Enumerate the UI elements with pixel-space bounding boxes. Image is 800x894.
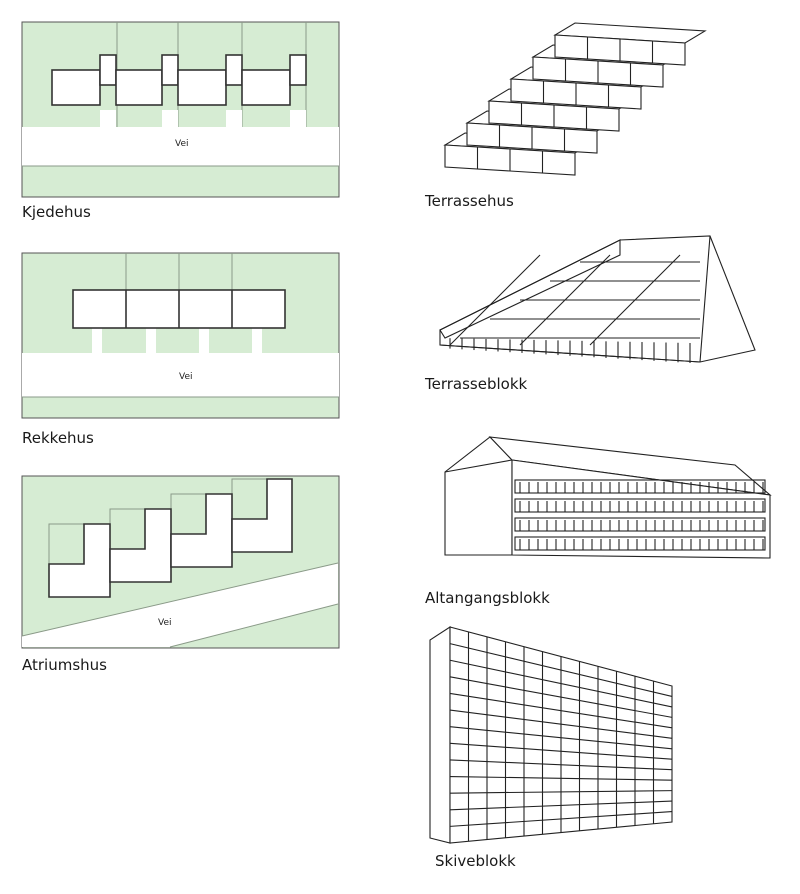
terrassehus-drawing: [443, 22, 707, 176]
terrassehus-label: Terrassehus: [424, 192, 514, 210]
balcony-row: [514, 536, 766, 551]
terrasseblokk-drawing: [439, 235, 756, 363]
balcony-row: [514, 498, 766, 513]
skiveblokk-drawing: [429, 625, 673, 844]
altangangsblokk-drawing: [444, 436, 772, 559]
rekkehus-plan: Vei: [21, 252, 340, 419]
window-row: [449, 800, 673, 811]
kjedehus-label: Kjedehus: [22, 203, 91, 221]
balcony-row: [514, 517, 766, 532]
window-row: [449, 726, 673, 750]
atriumshus-plan: Vei: [21, 475, 340, 649]
terrace-divider: [519, 254, 611, 346]
window-row: [449, 742, 673, 760]
rekkehus-label: Rekkehus: [22, 429, 94, 447]
window-row: [449, 676, 673, 718]
kjedehus-plan: Vei: [21, 21, 340, 198]
terrace-divider: [589, 254, 681, 346]
window-row: [449, 643, 673, 697]
window-row: [449, 810, 673, 827]
skiveblokk-label: Skiveblokk: [435, 852, 516, 870]
terrace-divider: [449, 254, 541, 346]
atriumshus-label: Atriumshus: [22, 656, 107, 674]
window-row: [449, 759, 673, 771]
gable-line: [444, 459, 513, 473]
window-row: [449, 775, 673, 781]
road-label: Vei: [179, 372, 193, 382]
terrasseblokk-label: Terrasseblokk: [424, 375, 528, 393]
window-row: [449, 709, 673, 739]
balcony-row: [514, 479, 766, 494]
altangangsblokk-label: Altangangsblokk: [425, 589, 550, 607]
road-label: Vei: [158, 618, 172, 628]
road-label: Vei: [175, 139, 189, 149]
window-row: [449, 790, 673, 794]
window-row: [449, 692, 673, 729]
window-row: [449, 659, 673, 708]
